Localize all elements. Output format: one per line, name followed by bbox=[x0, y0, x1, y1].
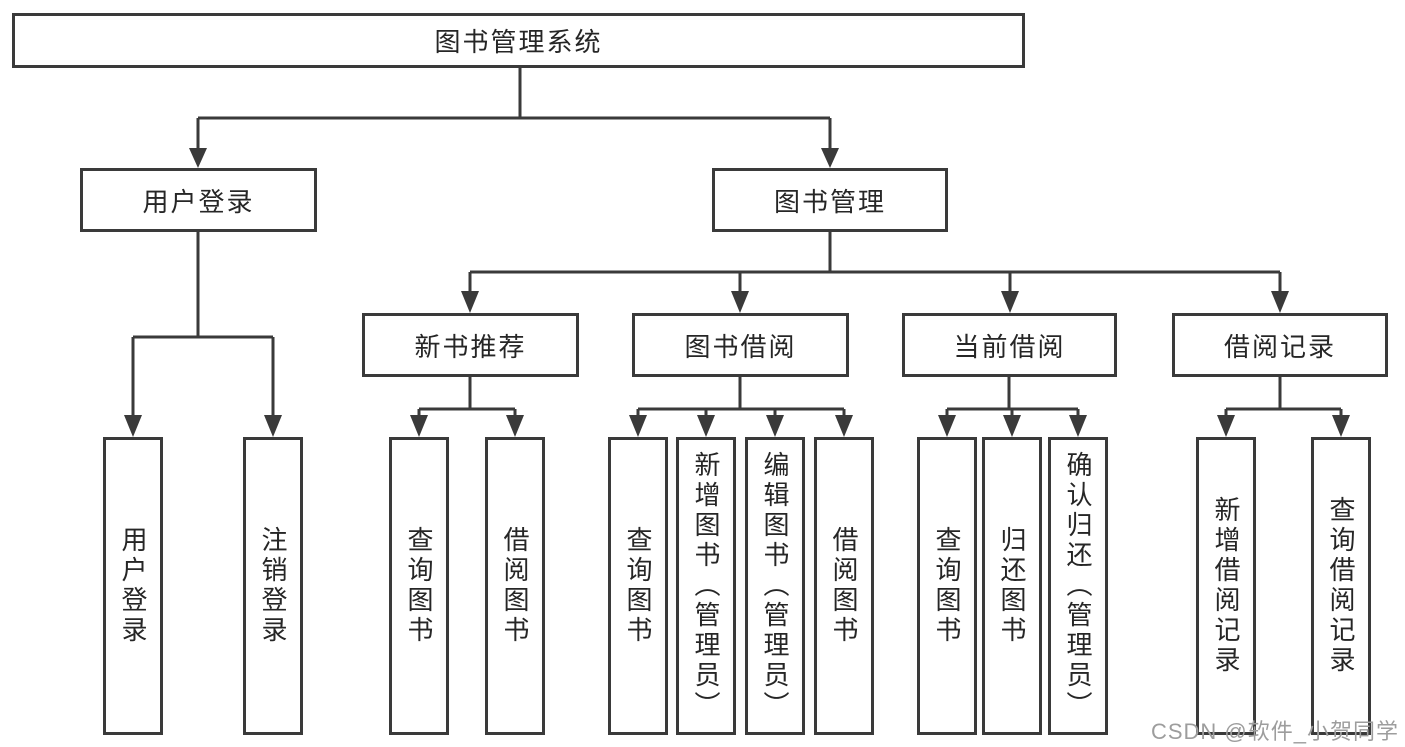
leaf-label: 借阅图书 bbox=[829, 526, 859, 646]
node-book-management: 图书管理 bbox=[712, 168, 948, 232]
leaf-query-books-current: 查询图书 bbox=[917, 437, 977, 735]
node-label: 图书借阅 bbox=[684, 331, 797, 362]
node-book-borrow: 图书借阅 bbox=[632, 313, 849, 377]
leaf-borrow-books-recommend: 借阅图书 bbox=[485, 437, 545, 735]
tree-branch-lines bbox=[131, 68, 1343, 419]
leaf-edit-books-admin: 编辑图书（管理员） bbox=[745, 437, 805, 735]
leaf-query-borrow-record: 查询借阅记录 bbox=[1311, 437, 1371, 735]
leaf-label: 确认归还（管理员） bbox=[1063, 451, 1093, 721]
leaf-label: 查询图书 bbox=[623, 526, 653, 646]
node-new-book-recommend: 新书推荐 bbox=[362, 313, 579, 377]
leaf-label: 归还图书 bbox=[997, 526, 1027, 646]
csdn-watermark: CSDN @软件_小贺同学 bbox=[1150, 719, 1399, 744]
leaf-label: 查询借阅记录 bbox=[1326, 496, 1356, 676]
node-current-borrow: 当前借阅 bbox=[902, 313, 1117, 377]
node-label: 图书管理系统 bbox=[434, 27, 603, 57]
leaf-query-books-borrow: 查询图书 bbox=[608, 437, 668, 735]
arrowheads bbox=[124, 148, 1350, 437]
node-borrow-records: 借阅记录 bbox=[1172, 313, 1388, 377]
leaf-query-books-recommend: 查询图书 bbox=[389, 437, 449, 735]
leaf-borrow-books: 借阅图书 bbox=[814, 437, 874, 735]
node-label: 借阅记录 bbox=[1223, 331, 1336, 362]
node-root-library-system: 图书管理系统 bbox=[12, 13, 1025, 68]
node-label: 用户登录 bbox=[142, 186, 255, 217]
leaf-add-books-admin: 新增图书（管理员） bbox=[676, 437, 736, 735]
node-label: 当前借阅 bbox=[953, 331, 1066, 362]
leaf-return-books: 归还图书 bbox=[982, 437, 1042, 735]
leaf-user-login: 用户登录 bbox=[103, 437, 163, 735]
node-user-login: 用户登录 bbox=[80, 168, 317, 232]
leaf-confirm-return-admin: 确认归还（管理员） bbox=[1048, 437, 1108, 735]
leaf-label: 注销登录 bbox=[258, 526, 288, 646]
leaf-label: 用户登录 bbox=[118, 526, 148, 646]
leaf-label: 编辑图书（管理员） bbox=[760, 451, 790, 721]
leaf-label: 新增借阅记录 bbox=[1211, 496, 1241, 676]
node-label: 图书管理 bbox=[773, 186, 886, 217]
leaf-label: 查询图书 bbox=[404, 526, 434, 646]
leaf-logout: 注销登录 bbox=[243, 437, 303, 735]
leaf-label: 查询图书 bbox=[932, 526, 962, 646]
leaf-add-borrow-record: 新增借阅记录 bbox=[1196, 437, 1256, 735]
leaf-label: 新增图书（管理员） bbox=[691, 451, 721, 721]
node-label: 新书推荐 bbox=[414, 331, 527, 362]
leaf-label: 借阅图书 bbox=[500, 526, 530, 646]
